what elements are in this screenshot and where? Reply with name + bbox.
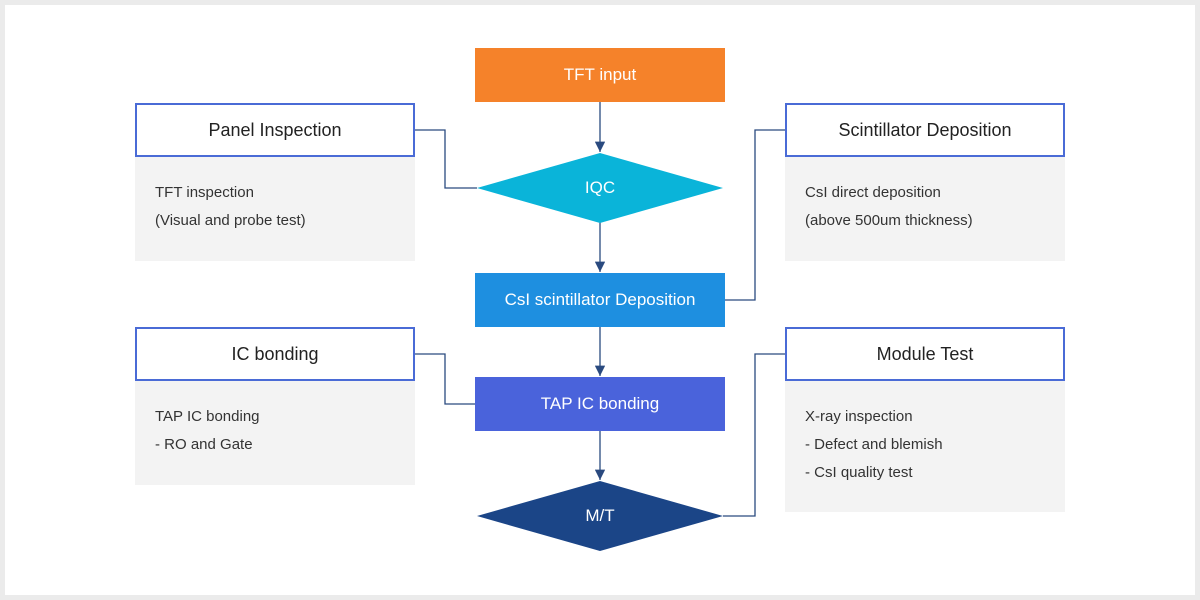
connector-panel-inspection-to-iqc — [414, 129, 477, 189]
tap-ic-bonding-step: TAP IC bonding — [475, 377, 725, 431]
detail-line: - Defect and blemish — [805, 436, 943, 453]
ic-bonding-details: TAP IC bonding - RO and Gate — [135, 381, 415, 485]
detail-line: CsI direct deposition — [805, 184, 941, 201]
iqc-label: IQC — [584, 178, 616, 197]
mt-label: M/T — [585, 506, 615, 525]
connector-module-test-to-mt — [723, 353, 786, 517]
scintillator-deposition-details: CsI direct deposition (above 500um thick… — [785, 157, 1065, 261]
panel-inspection-title: Panel Inspection — [135, 103, 415, 157]
panel-inspection-details: TFT inspection (Visual and probe test) — [135, 157, 415, 261]
detail-line: (Visual and probe test) — [155, 212, 306, 229]
detail-line: - RO and Gate — [155, 436, 253, 453]
ic-bonding-title: IC bonding — [135, 327, 415, 381]
detail-line: - CsI quality test — [805, 464, 913, 481]
iqc-decision: IQC — [477, 153, 723, 223]
csi-deposition-label: CsI scintillator Deposition — [504, 290, 696, 309]
scintillator-deposition-title: Scintillator Deposition — [785, 103, 1065, 157]
detail-line: (above 500um thickness) — [805, 212, 973, 229]
module-test-title: Module Test — [785, 327, 1065, 381]
connector-scintillator-to-csi — [725, 129, 786, 301]
detail-line: TFT inspection — [155, 184, 254, 201]
connector-ic-bonding-to-tap — [414, 353, 475, 405]
mt-decision: M/T — [477, 481, 723, 551]
module-test-details: X-ray inspection - Defect and blemish - … — [785, 381, 1065, 512]
csi-deposition-step: CsI scintillator Deposition — [475, 273, 725, 327]
tft-input-label: TFT input — [563, 65, 637, 84]
detail-line: TAP IC bonding — [155, 408, 260, 425]
detail-line: X-ray inspection — [805, 408, 913, 425]
tft-input-step: TFT input — [475, 48, 725, 102]
tap-ic-bonding-label: TAP IC bonding — [540, 394, 660, 413]
